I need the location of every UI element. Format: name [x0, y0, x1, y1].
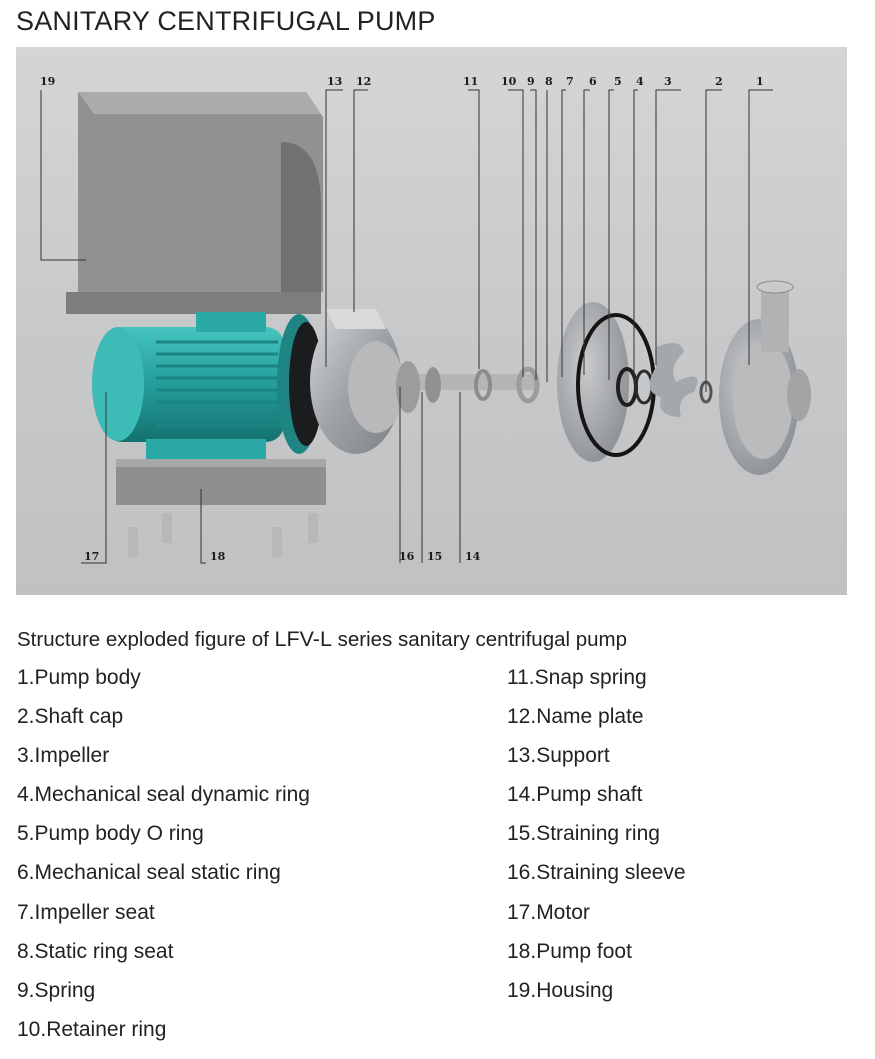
callout-1: 1	[756, 75, 764, 88]
list-item: 17.Motor	[507, 900, 590, 924]
callout-12: 12	[356, 75, 372, 88]
exploded-diagram: 19 13 12 11 10 9 8 7 6 5 4 3 2 1 17 18 1…	[16, 47, 847, 595]
page-title: SANITARY CENTRIFUGAL PUMP	[16, 6, 436, 36]
list-item: 2.Shaft cap	[17, 705, 124, 729]
list-item: 1.Pump body	[17, 666, 141, 689]
list-item: 5.Pump body O ring	[17, 822, 204, 846]
callout-6: 6	[589, 75, 597, 88]
list-item: 13.Support	[507, 744, 610, 768]
list-item: 10.Retainer ring	[17, 1017, 167, 1041]
callout-4: 4	[636, 75, 644, 88]
callout-17: 17	[84, 550, 100, 563]
pump-illustration	[40, 89, 811, 564]
callout-13: 13	[327, 75, 343, 88]
list-item: 9.Spring	[17, 978, 96, 1002]
list-item: 14.Pump shaft	[507, 783, 643, 807]
list-item: 8.Static ring seat	[17, 939, 174, 963]
callout-11: 11	[463, 75, 479, 88]
parts-list-left: 1.Pump body 2.Shaft cap 3.Impeller 4.Mec…	[17, 658, 310, 1049]
callout-7: 7	[566, 75, 574, 88]
impeller	[649, 343, 698, 417]
list-item: 15.Straining ring	[507, 822, 660, 846]
pump-body	[719, 280, 811, 475]
callout-9: 9	[527, 75, 535, 88]
callout-10: 10	[501, 75, 517, 88]
callout-3: 3	[664, 75, 672, 88]
impeller-seat	[557, 302, 629, 462]
list-item: 4.Mechanical seal dynamic ring	[17, 783, 310, 807]
support	[310, 309, 404, 454]
callout-14: 14	[465, 550, 481, 563]
callout-8: 8	[545, 75, 553, 88]
list-item: 12.Name plate	[507, 705, 644, 729]
callout-15: 15	[427, 550, 443, 563]
callout-19: 19	[40, 75, 56, 88]
list-item: 18.Pump foot	[507, 939, 632, 963]
callout-18: 18	[210, 550, 226, 563]
pump-foot	[116, 459, 326, 557]
list-item: 16.Straining sleeve	[507, 861, 686, 885]
callout-2: 2	[715, 75, 723, 88]
list-item: 7.Impeller seat	[17, 900, 155, 924]
callout-16: 16	[399, 550, 415, 563]
pump-shaft	[396, 361, 540, 413]
parts-list-right: 11.Snap spring 12.Name plate 13.Support …	[507, 658, 686, 1010]
list-item: 3.Impeller	[17, 744, 110, 768]
motor	[92, 312, 323, 464]
caption-suffix: series sanitary centrifugal pump	[331, 628, 628, 651]
list-item: 11.Snap spring	[507, 666, 647, 689]
leader-lines	[40, 89, 773, 564]
list-item: 19.Housing	[507, 978, 614, 1002]
list-item: 6.Mechanical seal static ring	[17, 861, 281, 885]
housing	[66, 92, 323, 314]
figure-caption: Structure exploded figure of LFV-L serie…	[17, 627, 627, 652]
caption-prefix: Structure exploded figure of	[17, 628, 275, 651]
caption-model: LFV-L	[274, 627, 332, 651]
callout-5: 5	[614, 75, 622, 88]
